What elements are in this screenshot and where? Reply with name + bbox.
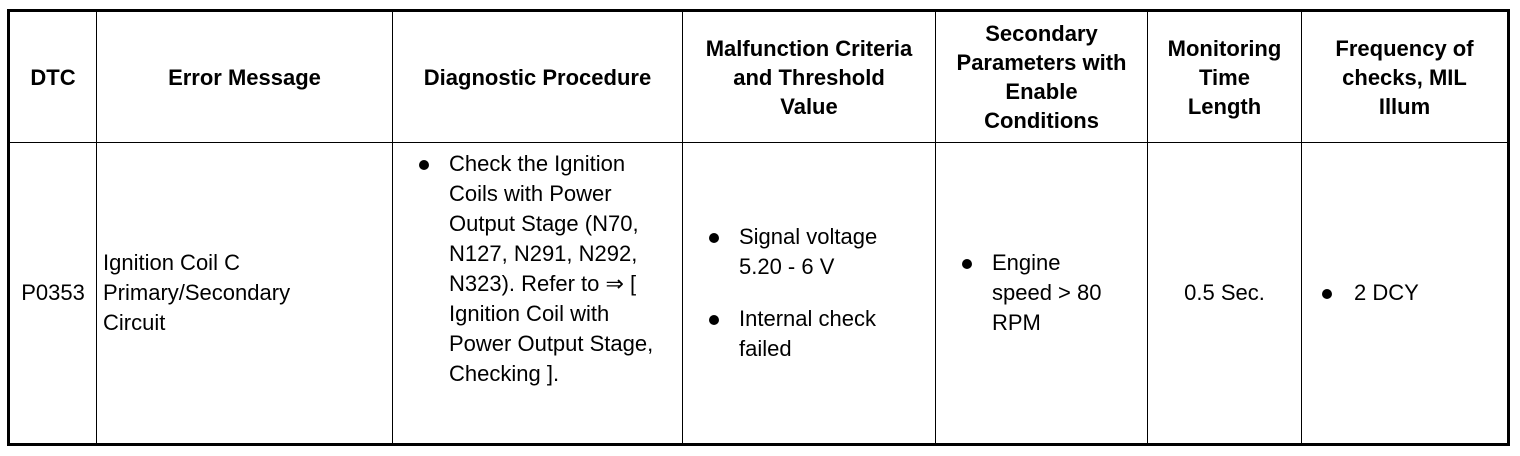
cell-secondary-parameters: Engine speed > 80 RPM (935, 142, 1148, 445)
header-error-message: Error Message (96, 10, 393, 143)
cell-monitoring-time: 0.5 Sec. (1147, 142, 1302, 445)
header-row: DTC Error Message Diagnostic Procedure M… (8, 10, 1509, 143)
cell-dtc: P0353 (8, 142, 97, 445)
cell-frequency: 2 DCY (1301, 142, 1509, 445)
dtc-table: DTC Error Message Diagnostic Procedure M… (7, 9, 1510, 446)
bullet-icon (962, 259, 972, 269)
criteria-text: Signal voltage 5.20 - 6 V (739, 224, 878, 279)
cell-error-message: Ignition Coil C Primary/Secondary Circui… (96, 142, 393, 445)
list-item: Check the Ignition Coils with Power Outp… (393, 149, 682, 389)
header-diagnostic-procedure: Diagnostic Procedure (392, 10, 683, 143)
list-item: Internal check failed (683, 304, 935, 364)
frequency-text: 2 DCY (1354, 280, 1419, 305)
list-item: Engine speed > 80 RPM (936, 248, 1147, 338)
procedure-text: Check the Ignition Coils with Power Outp… (449, 151, 654, 386)
criteria-text: Internal check failed (739, 306, 876, 361)
bullet-icon (709, 233, 719, 243)
list-item: Signal voltage 5.20 - 6 V (683, 222, 935, 282)
error-message-text: Ignition Coil C Primary/Secondary Circui… (103, 250, 291, 335)
bullet-icon (1322, 289, 1332, 299)
cell-malfunction-criteria: Signal voltage 5.20 - 6 V Internal check… (682, 142, 936, 445)
header-dtc: DTC (8, 10, 97, 143)
bullet-icon (709, 315, 719, 325)
secondary-text: Engine speed > 80 RPM (992, 250, 1102, 335)
list-item: 2 DCY (1302, 278, 1507, 308)
bullet-icon (419, 160, 429, 170)
cell-diagnostic-procedure: Check the Ignition Coils with Power Outp… (392, 142, 683, 445)
table-row: P0353 Ignition Coil C Primary/Secondary … (8, 142, 1509, 445)
